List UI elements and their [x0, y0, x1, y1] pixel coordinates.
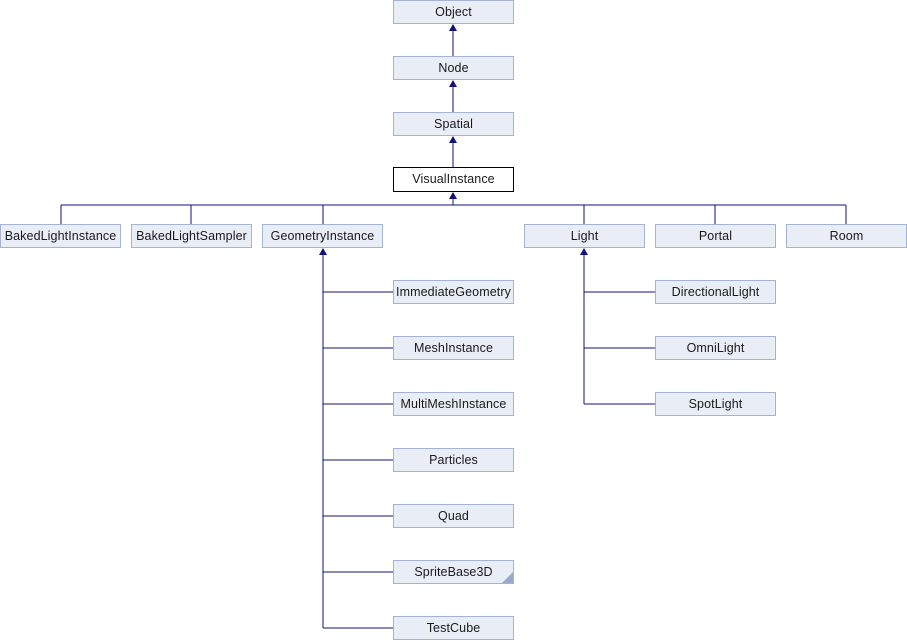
class-node-label: Room [829, 228, 864, 243]
class-node-label: Spatial [434, 116, 473, 131]
class-node-spritebase3d[interactable]: SpriteBase3D [393, 560, 514, 584]
arrowhead-bus-to-visualinstance [449, 192, 457, 199]
class-node-directionallight[interactable]: DirectionalLight [655, 280, 776, 304]
class-node-testcube[interactable]: TestCube [393, 616, 514, 640]
class-node-light[interactable]: Light [524, 224, 645, 248]
class-node-label: Portal [698, 228, 733, 243]
class-node-object[interactable]: Object [393, 0, 514, 24]
class-node-label: BakedLightInstance [4, 228, 117, 243]
class-node-node[interactable]: Node [393, 56, 514, 80]
class-node-spotlight[interactable]: SpotLight [655, 392, 776, 416]
class-node-label: MultiMeshInstance [400, 396, 507, 411]
class-node-label: BakedLightSampler [136, 228, 247, 243]
arrowhead-light-trunk [580, 248, 588, 255]
class-node-immediategeometry[interactable]: ImmediateGeometry [393, 280, 514, 304]
class-node-label: Object [435, 4, 472, 19]
class-node-bakedlightinstance[interactable]: BakedLightInstance [0, 224, 121, 248]
class-node-label: SpotLight [688, 396, 743, 411]
class-node-omnilight[interactable]: OmniLight [655, 336, 776, 360]
class-node-label: ImmediateGeometry [396, 284, 511, 299]
class-node-label: Node [438, 60, 469, 75]
class-node-visualinstance[interactable]: VisualInstance [393, 167, 514, 192]
class-node-room[interactable]: Room [786, 224, 907, 248]
class-node-label: GeometryInstance [270, 228, 375, 243]
class-node-spatial[interactable]: Spatial [393, 112, 514, 136]
arrowhead-visualinstance-to-spatial [449, 136, 457, 143]
class-node-quad[interactable]: Quad [393, 504, 514, 528]
class-node-label: MeshInstance [413, 340, 494, 355]
class-node-meshinstance[interactable]: MeshInstance [393, 336, 514, 360]
class-node-label: TestCube [426, 620, 481, 635]
class-node-label: DirectionalLight [671, 284, 760, 299]
class-node-label: Particles [429, 452, 478, 467]
class-node-label: SpriteBase3D [414, 564, 493, 579]
arrowhead-geometryinstance-trunk [319, 248, 327, 255]
class-node-geometryinstance[interactable]: GeometryInstance [262, 224, 383, 248]
class-node-label: VisualInstance [412, 172, 495, 187]
arrowhead-spatial-to-node [449, 80, 457, 87]
class-node-particles[interactable]: Particles [393, 448, 514, 472]
class-node-bakedlightsampler[interactable]: BakedLightSampler [131, 224, 252, 248]
class-node-label: Light [570, 228, 599, 243]
class-node-label: Quad [438, 508, 469, 523]
class-node-label: OmniLight [686, 340, 745, 355]
arrowhead-node-to-object [449, 24, 457, 31]
class-node-portal[interactable]: Portal [655, 224, 776, 248]
class-node-multimeshinstance[interactable]: MultiMeshInstance [393, 392, 514, 416]
